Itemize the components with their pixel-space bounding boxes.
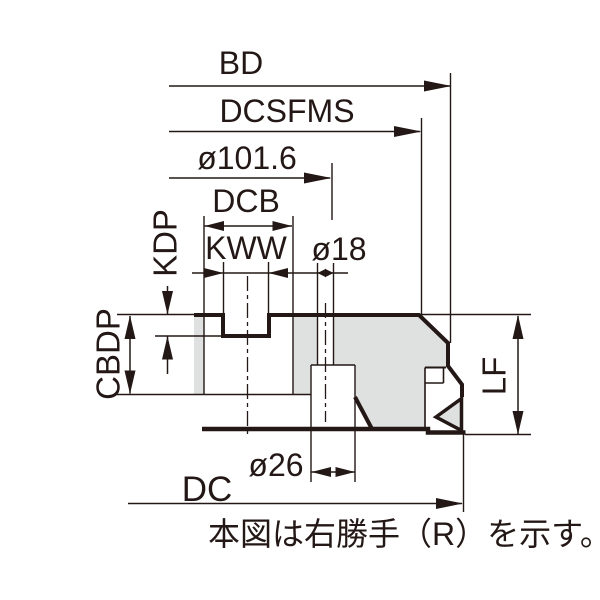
dimension-labels: BD DCSFMS ø101.6 DCB KWW ø18 KDP CBDP LF… xyxy=(90,45,513,509)
arrow-lf-down-icon xyxy=(512,411,524,435)
label-dcsfms: DCSFMS xyxy=(219,93,354,129)
arrow-dia26-right-icon xyxy=(335,467,355,477)
arrow-kww-left-icon xyxy=(204,268,224,278)
body-top-profile xyxy=(194,313,464,397)
dimension-lines xyxy=(128,85,519,505)
label-lf: LF xyxy=(476,357,513,396)
arrow-cbdp-down-icon xyxy=(124,370,136,394)
counterbore-void xyxy=(204,315,294,395)
boss-chamfer-edge xyxy=(353,396,374,430)
body-bottom-edge xyxy=(202,426,466,435)
clamp-screw-square xyxy=(425,368,445,384)
cutter-body-fill xyxy=(194,315,462,432)
label-bd: BD xyxy=(219,45,263,81)
cutter-body-outline xyxy=(194,313,466,435)
label-kdp: KDP xyxy=(147,209,184,277)
centerlines xyxy=(246,276,327,438)
arrow-kdp-down-icon xyxy=(162,291,173,315)
arrow-lf-up-icon xyxy=(512,315,524,339)
arrow-dia18-right-icon xyxy=(325,268,334,278)
boss-void xyxy=(311,365,372,429)
arrow-dc-icon xyxy=(436,498,463,509)
body-detail-lines xyxy=(311,364,446,431)
arrow-dcb-right-icon xyxy=(272,221,292,231)
arrow-dia1016-icon xyxy=(304,172,332,184)
arrow-dia18-left-icon xyxy=(317,268,326,278)
arrow-dia26-left-icon xyxy=(311,467,331,477)
hand-of-cutter-note: 本図は右勝手（R）を示す。 xyxy=(208,516,600,552)
arrow-bd-icon xyxy=(424,80,452,92)
extension-lines xyxy=(117,73,531,512)
hub-recess-void xyxy=(194,395,311,428)
label-dcb: DCB xyxy=(212,183,280,219)
label-dia1016: ø101.6 xyxy=(197,140,297,176)
arrow-dcb-left-icon xyxy=(204,221,224,231)
arrow-kww-right-icon xyxy=(268,268,288,278)
label-dia26: ø26 xyxy=(248,447,303,483)
label-dia18: ø18 xyxy=(311,231,366,267)
arrowheads xyxy=(124,80,524,509)
label-kww: KWW xyxy=(205,230,288,266)
label-dc: DC xyxy=(182,470,233,509)
arrow-dcsfms-icon xyxy=(394,126,422,137)
label-cbdp: CBDP xyxy=(90,308,127,400)
insert-tip xyxy=(432,395,464,434)
arrow-kdp-up-icon xyxy=(162,336,173,360)
arrow-cbdp-up-icon xyxy=(124,315,136,339)
